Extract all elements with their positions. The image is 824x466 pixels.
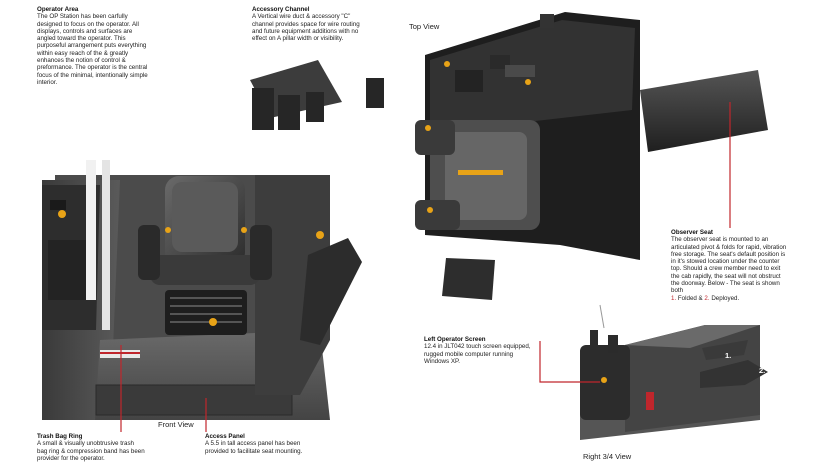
accessory-channel-caption: Accessory Channel A Vertical wire duct &… <box>252 6 364 42</box>
accessory-channel-title: Accessory Channel <box>252 6 310 13</box>
observer-seat-title: Observer Seat <box>671 229 713 236</box>
seat-state-folded: Folded & <box>677 294 703 302</box>
trash-bag-ring-text: A small & visually unobtrusive trash bag… <box>37 440 145 462</box>
left-operator-screen-title: Left Operator Screen <box>424 336 486 343</box>
render-marker-2: 2. <box>759 366 766 375</box>
top-view-render <box>250 12 768 300</box>
operator-area-caption: Operator Area The OP Station has been ca… <box>37 6 152 86</box>
left-operator-screen-text: 12.4 in JLT042 touch screen equipped, ru… <box>424 343 531 365</box>
observer-seat-caption: Observer Seat The observer seat is mount… <box>671 229 789 302</box>
access-panel-text: A 5.5 in tall access panel has been prov… <box>205 440 303 455</box>
seat-marker-2: 2. <box>704 294 710 302</box>
right-view-label: Right 3/4 View <box>583 452 632 461</box>
operator-area-title: Operator Area <box>37 6 79 13</box>
observer-seat-text: The observer seat is mounted to an artic… <box>671 236 787 295</box>
front-view-label: Front View <box>158 420 194 429</box>
operator-area-text: The OP Station has been carfully designe… <box>37 13 148 86</box>
trash-bag-ring-title: Trash Bag Ring <box>37 433 83 440</box>
right-view-render <box>580 304 768 440</box>
seat-marker-1: 1. <box>671 294 677 302</box>
callout-lines <box>120 102 731 432</box>
access-panel-title: Access Panel <box>205 433 245 440</box>
front-view-render <box>42 160 362 420</box>
access-panel-caption: Access Panel A 5.5 in tall access panel … <box>205 433 313 455</box>
render-marker-1: 1. <box>725 351 732 360</box>
left-operator-screen-caption: Left Operator Screen 12.4 in JLT042 touc… <box>424 336 532 365</box>
seat-state-deployed: Deployed. <box>711 294 740 302</box>
accessory-channel-text: A Vertical wire duct & accessory "C" cha… <box>252 13 360 43</box>
observer-seat-states: 1. Folded & 2. Deployed. <box>671 295 789 302</box>
trash-bag-ring-caption: Trash Bag Ring A small & visually unobtr… <box>37 433 145 462</box>
top-view-label: Top View <box>409 22 440 31</box>
